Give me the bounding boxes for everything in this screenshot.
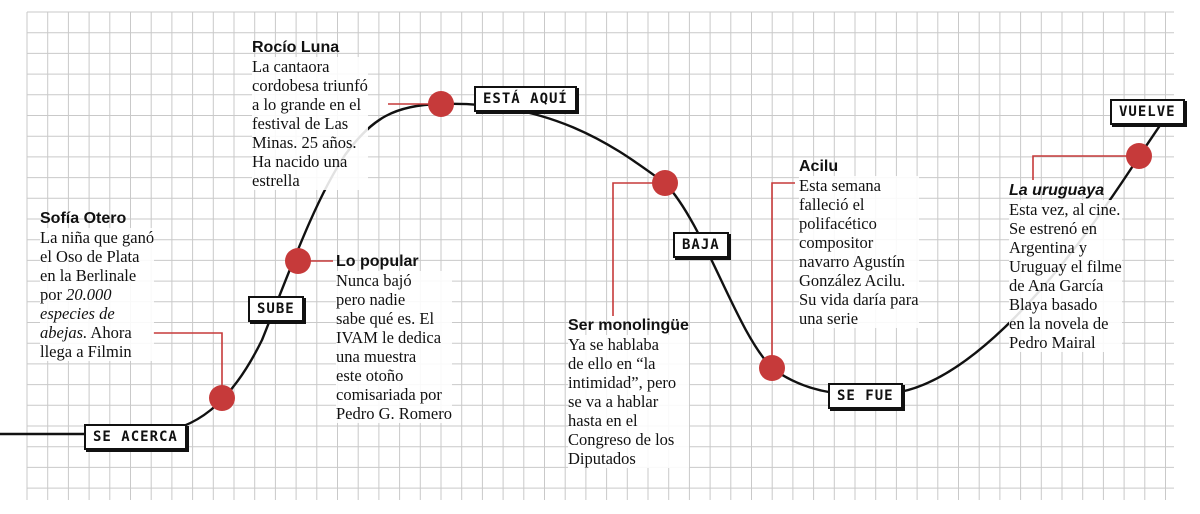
marker-monolingue (652, 170, 678, 196)
entry-title: Rocío Luna (252, 39, 340, 56)
entry-title: Lo popular (336, 253, 419, 270)
entry-rocio-luna: Rocío Luna La cantaora cordobesa triunfó… (252, 38, 368, 190)
stage-label-esta-aqui: ESTÁ AQUÍ (474, 86, 577, 112)
entry-la-uruguaya: La uruguaya Esta vez, al cine. Se estren… (1009, 181, 1122, 352)
leader-acilu (771, 182, 795, 368)
stage-label-se-acerca: SE ACERCA (84, 424, 187, 450)
leader-monolingue (612, 182, 665, 316)
entry-text: Ya se hablaba de ello en “la intimidad”,… (568, 335, 689, 468)
stage-label-sube: SUBE (248, 296, 304, 322)
entry-text: Esta vez, al cine. Se estrenó en Argenti… (1009, 200, 1122, 352)
marker-sofia (209, 385, 235, 411)
entry-acilu: Acilu Esta semana falleció el polifacéti… (799, 157, 919, 328)
entry-ser-monolingue: Ser monolingüe Ya se hablaba de ello en … (568, 316, 689, 468)
entry-sofia-otero: Sofía Otero La niña que ganó el Oso de P… (40, 209, 155, 361)
leader-uruguaya (1032, 155, 1139, 180)
marker-rocio (428, 91, 454, 117)
entry-title: La uruguaya (1009, 182, 1105, 199)
stage-label-vuelve: VUELVE (1110, 99, 1185, 125)
entry-text: La cantaora cordobesa triunfó a lo grand… (252, 57, 368, 190)
entry-title: Ser monolingüe (568, 317, 689, 334)
marker-acilu (759, 355, 785, 381)
stage-label-se-fue: SE FUE (828, 383, 903, 409)
entry-title: Acilu (799, 158, 839, 175)
stage-label-baja: BAJA (673, 232, 729, 258)
entry-title: Sofía Otero (40, 210, 127, 227)
entry-text: Nunca bajó pero nadie sabe qué es. El IV… (336, 271, 452, 423)
marker-popular (285, 248, 311, 274)
marker-uruguaya (1126, 143, 1152, 169)
leader-sofia (153, 332, 223, 398)
entry-lo-popular: Lo popular Nunca bajó pero nadie sabe qu… (336, 252, 452, 423)
entry-text: Esta semana falleció el polifacético com… (799, 176, 919, 328)
entry-text: La niña que ganó el Oso de Plata en la B… (40, 228, 155, 361)
